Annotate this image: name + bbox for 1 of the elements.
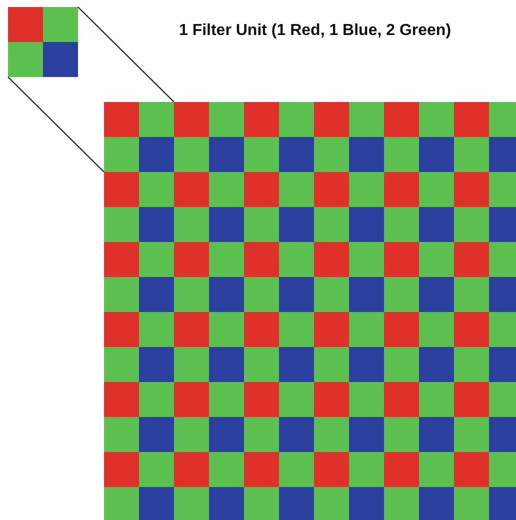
title: 1 Filter Unit (1 Red, 1 Blue, 2 Green) [178, 22, 452, 40]
